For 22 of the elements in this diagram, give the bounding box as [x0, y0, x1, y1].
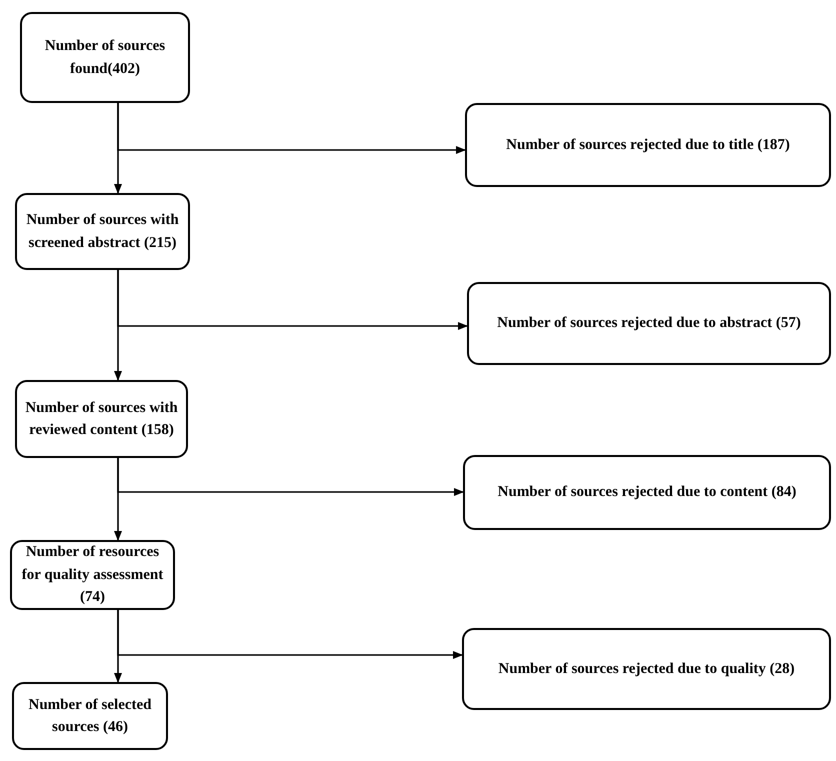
process-box	[463, 455, 831, 530]
process-box	[465, 103, 831, 187]
box-text: Number of resources for quality assessment (74)	[20, 543, 164, 608]
process-box	[462, 628, 831, 710]
box-text: Number of sources rejected due to title (187)	[506, 136, 790, 155]
box-text: Number of selected sources (46)	[27, 696, 153, 737]
box-text: Number of sources rejected due to abstract (57)	[497, 314, 801, 334]
process-box	[20, 12, 190, 103]
box-text: Number of sources found(402)	[44, 37, 166, 78]
box-text: Number of sources rejected due to quality (28)	[498, 660, 795, 679]
box-text: Number of sources rejected due to content (84)	[498, 483, 796, 502]
arrow	[117, 103, 466, 154]
process-box	[15, 380, 188, 458]
process-box	[467, 282, 831, 365]
box-text: Number of sources with screened abstract (215)	[25, 211, 180, 252]
arrow	[117, 458, 464, 496]
arrow	[117, 610, 463, 659]
process-box	[15, 193, 190, 270]
arrow	[117, 270, 468, 330]
box-text: Number of sources with reviewed content (158)	[25, 398, 178, 440]
process-box	[10, 540, 175, 610]
process-box	[12, 682, 168, 750]
